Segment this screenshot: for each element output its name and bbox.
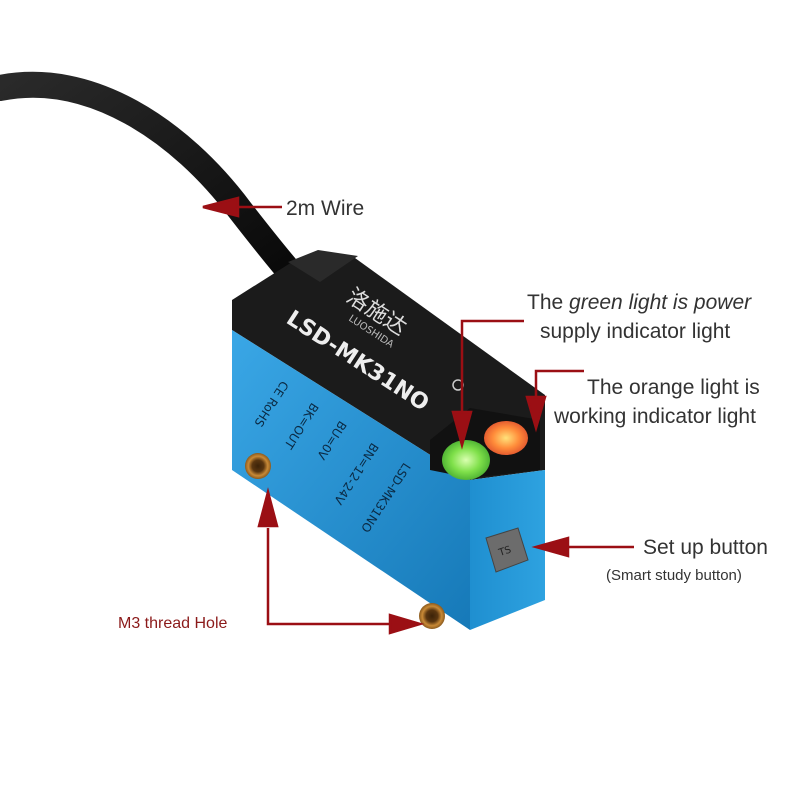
m3-hole-icon [245, 453, 271, 479]
cable-boot [288, 250, 358, 282]
setup-button-marking: TS [497, 545, 513, 560]
arrow-thread-up-icon [257, 487, 279, 528]
arrow-orange-icon [525, 395, 547, 433]
wire-label: 2m Wire [286, 197, 365, 220]
green-light-label-line2: supply indicator light [540, 320, 731, 343]
arrow-wire-icon [202, 196, 240, 218]
smart-study-label: (Smart study button) [606, 567, 742, 584]
m3-hole-icon [419, 603, 445, 629]
orange-led-icon [484, 421, 528, 455]
setup-button-label: Set up button [643, 536, 768, 559]
arrow-thread-right-icon [388, 613, 425, 635]
green-light-label-italic: green light is power [569, 291, 752, 314]
green-light-label-line1: The green light is power [527, 290, 751, 315]
arrow-green-icon [451, 410, 473, 450]
arrow-setup-icon [531, 536, 570, 558]
orange-light-label-line2: working indicator light [554, 405, 756, 428]
cable [0, 71, 328, 313]
thread-hole-label: M3 thread Hole [118, 615, 228, 632]
green-led-icon [442, 440, 490, 480]
setup-button-icon [485, 527, 529, 573]
body-front [232, 330, 470, 630]
green-light-label-pre: The [527, 291, 570, 314]
orange-light-label-line1: The orange light is [587, 376, 760, 399]
